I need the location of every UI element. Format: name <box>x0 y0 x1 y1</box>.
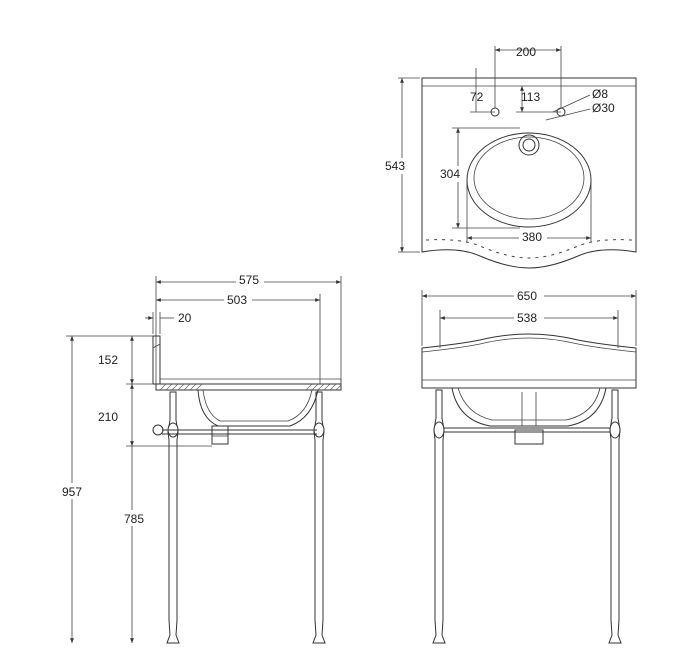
front-bowl <box>451 387 607 427</box>
dim-bowl-depth: 304 <box>440 167 460 181</box>
dim-upstand-thickness: 20 <box>178 311 192 325</box>
side-rail-end <box>152 424 164 436</box>
dim-basin-height: 210 <box>98 410 118 424</box>
side-bowl <box>197 389 319 427</box>
dim-bowl-width: 380 <box>522 230 542 244</box>
dim-side-bowl-depth: 503 <box>227 293 247 307</box>
plan-outline <box>421 77 637 269</box>
dim-front-offset: 72 <box>470 90 484 104</box>
side-front-leg <box>166 391 180 644</box>
dim-side-overall-depth: 575 <box>239 273 259 287</box>
dim-upstand-height: 152 <box>98 353 118 367</box>
side-view: 575 503 20 152 210 785 957 <box>60 272 342 644</box>
label-tap-hole-diameter: Ø8 <box>592 87 608 101</box>
plan-view: 200 72 113 Ø8 Ø30 543 304 380 <box>382 45 637 269</box>
front-basin-top <box>421 333 637 389</box>
dim-plan-depth: 543 <box>385 159 405 173</box>
overflow-hole <box>518 134 540 156</box>
plan-front-dashed-line <box>425 239 633 259</box>
side-rear-leg <box>312 391 326 644</box>
label-waste-hole-diameter: Ø30 <box>592 101 615 115</box>
dim-tap-offset: 113 <box>521 90 540 104</box>
side-basin-top <box>155 383 342 391</box>
dim-tap-spacing: 200 <box>516 45 536 59</box>
side-upstand <box>152 335 161 385</box>
front-view: 650 538 <box>421 288 637 644</box>
dim-floor-to-rim: 785 <box>124 512 144 526</box>
dim-front-overall-width: 650 <box>517 289 537 303</box>
dim-overall-height: 957 <box>62 485 82 499</box>
dim-front-basin-width: 538 <box>517 311 537 325</box>
plan-bowl <box>466 132 592 228</box>
